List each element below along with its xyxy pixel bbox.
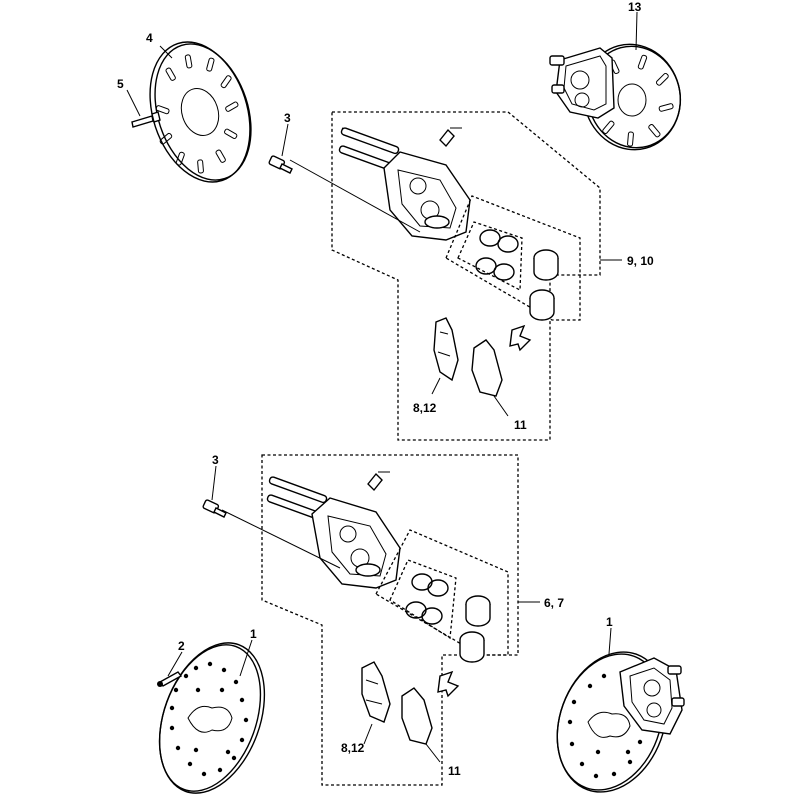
caliper-bolt-lower <box>202 499 227 518</box>
piston-seal-kit-lower <box>375 529 509 663</box>
rotor-caliper-assembly-front <box>556 651 685 793</box>
callout-13: 13 <box>628 0 642 14</box>
piston-seal-kit-upper <box>445 195 581 321</box>
brake-rotor-slotted <box>149 41 252 183</box>
caliper-bolt-upper <box>268 155 293 174</box>
callout-1-right: 1 <box>606 615 613 629</box>
callout-2: 2 <box>178 639 185 653</box>
rotor-bolt <box>131 111 161 128</box>
callout-3-lower: 3 <box>212 453 219 467</box>
callout-8-12-upper: 8,12 <box>413 401 437 415</box>
brake-pads-lower <box>361 661 460 745</box>
callout-6-7: 6, 7 <box>544 596 564 610</box>
leader-lines-upper <box>289 159 622 417</box>
callout-leaders <box>126 11 638 677</box>
callout-3-upper: 3 <box>284 111 291 125</box>
rotor-bolt-lower <box>157 671 183 687</box>
callout-4: 4 <box>146 31 153 45</box>
rotor-caliper-assembly-rear <box>549 43 682 151</box>
caliper-lower <box>266 471 401 589</box>
callout-8-12-lower: 8,12 <box>341 741 365 755</box>
brake-rotor-drilled-left <box>158 642 266 794</box>
caliper-upper <box>338 127 471 241</box>
callout-11-lower: 11 <box>448 764 461 778</box>
callout-9-10: 9, 10 <box>627 254 654 268</box>
callout-11-upper: 11 <box>514 418 527 432</box>
leader-lines-lower <box>221 509 540 763</box>
brake-pads-upper <box>433 317 532 397</box>
callout-1-left: 1 <box>250 627 257 641</box>
caliper-kit-lower-boundary <box>261 454 519 786</box>
callout-5: 5 <box>117 77 124 91</box>
